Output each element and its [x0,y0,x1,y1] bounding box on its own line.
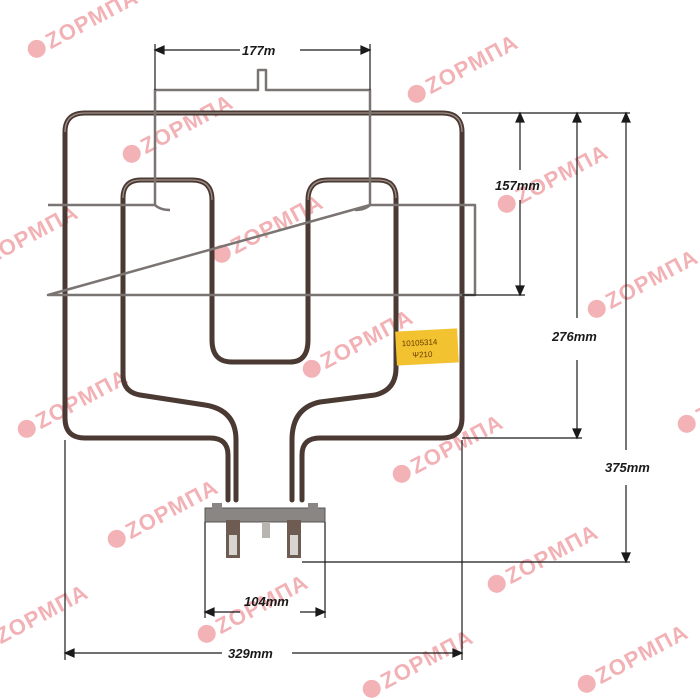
product-label-code: 10105314 [402,337,439,348]
dim-top-width: 177m [242,43,276,58]
watermark-text: ZOPMΠA [591,619,692,689]
watermark-text: ZOPMΠA [41,0,142,54]
watermark-mark-icon [362,679,381,698]
watermark-mark-icon [497,194,516,213]
watermark-text: ZOPMΠA [601,244,700,314]
mounting-frame [46,68,477,297]
watermark-logo: ZOPMΠA [122,89,237,163]
watermark-mark-icon [677,414,696,433]
watermark-mark-icon [122,144,141,163]
watermark-logo: ZOPMΠA [27,0,142,58]
watermark-mark-icon [197,624,216,643]
inner-loop [120,177,399,503]
watermark-logo: ZOPMΠA [0,199,82,269]
watermark-logo: ZOPMΠA [362,624,477,698]
watermark-mark-icon [577,674,596,693]
watermark-mark-icon [487,574,506,593]
terminal-block [204,503,326,558]
watermark-text: ZOPMΠA [501,519,602,589]
watermark-mark-icon [107,529,126,548]
watermark-text: ZOPMΠA [0,199,82,269]
dimension-lines [63,44,631,660]
watermark-mark-icon [587,299,606,318]
product-label-sub: Ψ210 [412,350,433,360]
frame-top-bracket [153,68,372,205]
watermark-text: ZOPMΠA [511,139,612,209]
watermark-text: ZOPMΠA [226,189,327,259]
watermark-mark-icon [407,84,426,103]
watermark-logo: ZOPMΠA [392,409,507,483]
watermark-logo: ZOPMΠA [577,619,692,693]
watermark-text: ZOPMΠA [421,29,522,99]
watermark-text: ZOPMΠA [406,409,507,479]
dim-total-width: 329mm [228,646,273,661]
watermark-logo: ZOPMΠA [587,244,700,318]
heating-element-highlight [64,112,463,201]
watermark-mark-icon [27,39,46,58]
watermark-mark-icon [17,419,36,438]
watermark-logo: ZOPMΠA [677,359,700,433]
dim-height-total: 375mm [605,460,650,475]
watermark-mark-icon [302,359,321,378]
dim-terminal-width: 104mm [244,594,289,609]
watermark-mark-icon [392,464,411,483]
product-label: 10105314 Ψ210 [395,328,459,366]
watermark-logo: ZOPMΠA [407,29,522,103]
watermark-text: ZOPMΠA [136,89,237,159]
watermark-logo: ZOPMΠA [17,364,132,438]
watermark-logo: ZOPMΠA [0,579,92,649]
watermark-text: ZOPMΠA [31,364,132,434]
watermark-mark-icon [212,244,231,263]
dim-height-inner: 157mm [495,178,540,193]
dim-height-mid: 276mm [551,329,597,344]
watermark-logo: ZOPMΠA [487,519,602,593]
watermark-text: ZOPMΠA [0,579,92,649]
